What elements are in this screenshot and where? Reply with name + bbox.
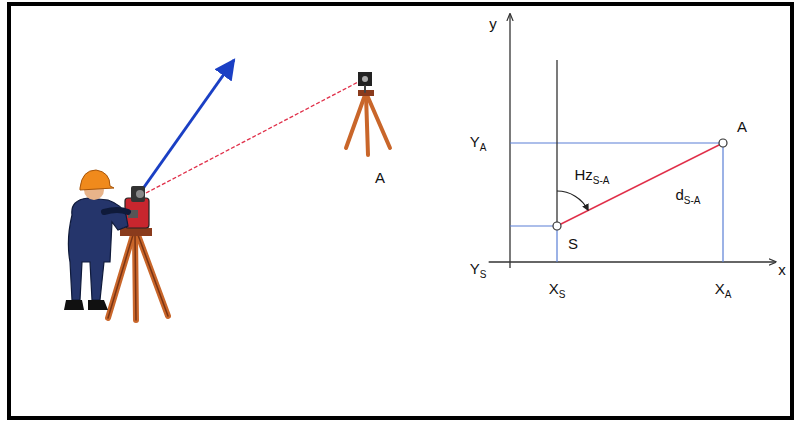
coordinate-label: YA [468, 134, 489, 153]
instrument-tripod [108, 228, 168, 320]
total-station [125, 186, 149, 228]
surveyor [64, 170, 128, 310]
point-marker [553, 222, 561, 230]
coordinate-label: YS [468, 261, 489, 280]
axis-label: y [487, 16, 499, 33]
north-line [556, 60, 557, 226]
distance-line [557, 143, 723, 226]
point-marker [719, 139, 727, 147]
angle-label: HzS-A [572, 167, 611, 186]
axis-label: x [776, 262, 788, 279]
direction-arrow [142, 60, 234, 190]
frame [9, 4, 792, 418]
point-label: A [373, 170, 387, 187]
prism-tripod [346, 72, 390, 155]
coordinate-label: XS [547, 281, 568, 300]
distance-label: dS-A [673, 187, 702, 206]
projection-lines [510, 143, 723, 262]
coordinate-axes [482, 14, 776, 268]
point-label: S [566, 236, 580, 253]
point-label: A [735, 119, 749, 136]
coordinate-label: XA [713, 281, 734, 300]
angle-arc [557, 191, 588, 210]
